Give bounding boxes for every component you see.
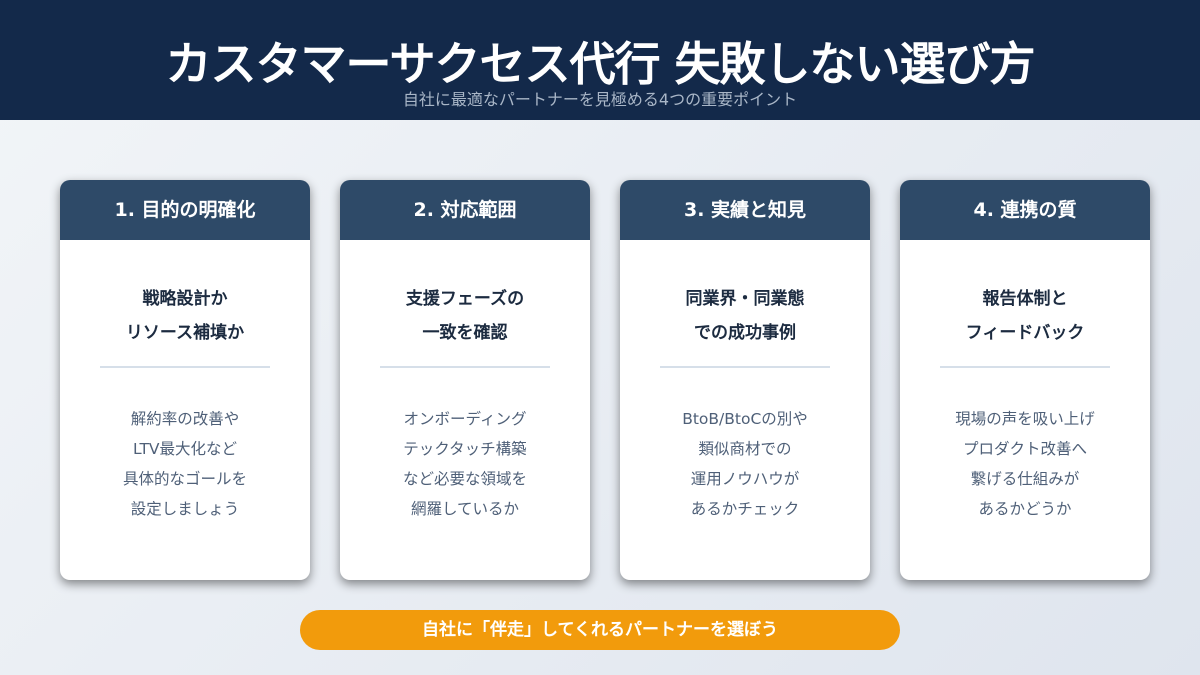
card-heading: 1. 目的の明確化 [60, 180, 310, 240]
divider [380, 366, 550, 368]
card-body: 現場の声を吸い上げ プロダクト改善へ 繋げる仕組みが あるかどうか [955, 410, 1095, 518]
page-subtitle: 自社に最適なパートナーを見極める4つの重要ポイント [402, 90, 798, 109]
divider [660, 366, 830, 368]
point-card-4: 4. 連携の質 報告体制と フィードバック 現場の声を吸い上げ プロダクト改善へ… [900, 180, 1150, 580]
card-body: BtoB/BtoCの別や 類似商材での 運用ノウハウが あるかチェック [682, 410, 808, 518]
point-card-3: 3. 実績と知見 同業界・同業態 での成功事例 BtoB/BtoCの別や 類似商… [620, 180, 870, 580]
card-heading: 2. 対応範囲 [340, 180, 590, 240]
card-heading: 4. 連携の質 [900, 180, 1150, 240]
card-lead: 支援フェーズの 一致を確認 [405, 289, 525, 343]
divider [100, 366, 270, 368]
card-lead: 戦略設計か リソース補填か [125, 289, 245, 343]
title-banner: カスタマーサクセス代行 失敗しない選び方 自社に最適なパートナーを見極める4つの… [0, 0, 1200, 120]
point-card-2: 2. 対応範囲 支援フェーズの 一致を確認 オンボーディング テックタッチ構築 … [340, 180, 590, 580]
card-body: オンボーディング テックタッチ構築 など必要な領域を 網羅しているか [402, 410, 527, 518]
card-heading: 3. 実績と知見 [620, 180, 870, 240]
divider [940, 366, 1110, 368]
page-title: カスタマーサクセス代行 失敗しない選び方 [165, 37, 1035, 91]
conclusion-banner: 自社に「伴走」してくれるパートナーを選ぼう [300, 610, 900, 650]
card-lead: 報告体制と フィードバック [965, 289, 1085, 343]
card-body: 解約率の改善や LTV最大化など 具体的なゴールを 設定しましょう [122, 410, 247, 518]
card-lead: 同業界・同業態 での成功事例 [685, 289, 805, 343]
point-card-1: 1. 目的の明確化 戦略設計か リソース補填か 解約率の改善や LTV最大化など… [60, 180, 310, 580]
